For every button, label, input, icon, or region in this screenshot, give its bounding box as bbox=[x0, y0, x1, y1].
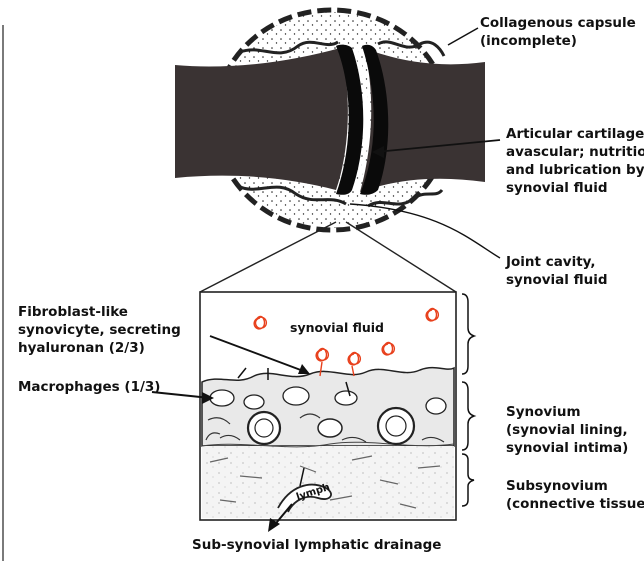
brace-synovium bbox=[462, 382, 474, 450]
label-subsynovium-line1: Subsynovium bbox=[506, 477, 644, 495]
label-synovium-line3: synovial intima) bbox=[506, 439, 628, 457]
zoom-line-right bbox=[346, 222, 456, 292]
brace-subsynovium bbox=[462, 454, 474, 506]
label-subsynovium: Subsynovium (connective tissue) bbox=[506, 477, 644, 513]
label-capsule: Collagenous capsule (incomplete) bbox=[480, 14, 636, 50]
label-fibroblast-line1: Fibroblast-like bbox=[18, 303, 181, 321]
label-cavity: Joint cavity, synovial fluid bbox=[506, 253, 608, 289]
label-cartilage-line3: and lubrication by bbox=[506, 161, 644, 179]
label-capsule-line2: (incomplete) bbox=[480, 32, 636, 50]
label-synovium-line2: (synovial lining, bbox=[506, 421, 628, 439]
label-fibroblast-line3: hyaluronan (2/3) bbox=[18, 339, 181, 357]
brace-fluid bbox=[462, 294, 474, 374]
label-cartilage-line4: synovial fluid bbox=[506, 179, 644, 197]
label-synovium: Synovium (synovial lining, synovial inti… bbox=[506, 403, 628, 457]
label-cartilage-line2: avascular; nutrition bbox=[506, 143, 644, 161]
label-fibroblast: Fibroblast-like synovicyte, secreting hy… bbox=[18, 303, 181, 357]
label-cartilage: Articular cartilage, avascular; nutritio… bbox=[506, 125, 644, 197]
capsule-pointer bbox=[448, 28, 478, 45]
label-cavity-line2: synovial fluid bbox=[506, 271, 608, 289]
label-cartilage-line1: Articular cartilage, bbox=[506, 125, 644, 143]
label-macrophages: Macrophages (1/3) bbox=[18, 378, 160, 396]
label-subsynovium-line2: (connective tissue) bbox=[506, 495, 644, 513]
label-synovium-line1: Synovium bbox=[506, 403, 628, 421]
label-synovial-fluid-inset: synovial fluid bbox=[290, 319, 384, 337]
zoom-line-left bbox=[200, 222, 336, 292]
joint-group bbox=[175, 10, 485, 230]
label-fibroblast-line2: synovicyte, secreting bbox=[18, 321, 181, 339]
label-capsule-line1: Collagenous capsule bbox=[480, 14, 636, 32]
label-drainage: Sub-synovial lymphatic drainage bbox=[192, 536, 441, 554]
left-bone bbox=[175, 48, 348, 190]
label-cavity-line1: Joint cavity, bbox=[506, 253, 608, 271]
